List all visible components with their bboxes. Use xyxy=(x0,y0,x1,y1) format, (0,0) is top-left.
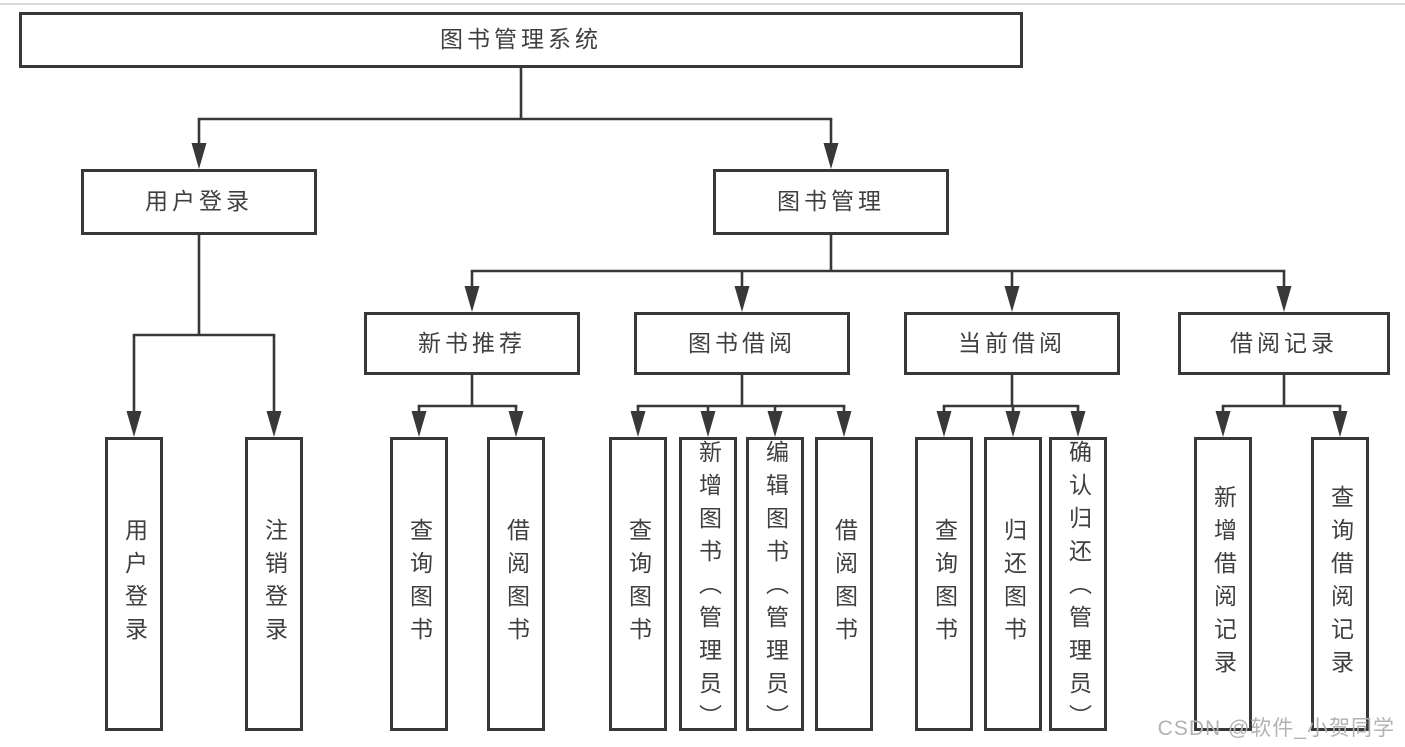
diagram-node-root: 图书管理系统 xyxy=(19,12,1023,68)
diagram-node-rec-add: 新增借阅记录 xyxy=(1194,437,1252,731)
diagram-node-bb-borrow: 借阅图书 xyxy=(815,437,873,731)
arrowhead-icon xyxy=(936,411,952,437)
diagram-node-login-logout: 注销登录 xyxy=(245,437,303,731)
arrowhead-icon xyxy=(191,143,207,169)
arrowhead-icon xyxy=(1276,286,1292,312)
arrowhead-icon xyxy=(700,411,716,437)
diagram-node-bb-edit: 编辑图书（管理员） xyxy=(746,437,804,737)
top-divider xyxy=(0,3,1405,5)
diagram-node-cb-return: 归还图书 xyxy=(984,437,1042,731)
arrowhead-icon xyxy=(823,143,839,169)
arrowhead-icon xyxy=(734,286,750,312)
arrowhead-icon xyxy=(767,411,783,437)
diagram-node-login: 用户登录 xyxy=(81,169,317,235)
diagram-node-rec-query: 查询借阅记录 xyxy=(1311,437,1369,731)
diagram-node-bb-query: 查询图书 xyxy=(609,437,667,731)
arrowhead-icon xyxy=(1215,411,1231,437)
diagram-node-nb-query: 查询图书 xyxy=(390,437,448,731)
arrowhead-icon xyxy=(836,411,852,437)
diagram-node-bookborrow: 图书借阅 xyxy=(634,312,850,375)
diagram-node-newbook: 新书推荐 xyxy=(364,312,580,375)
arrowhead-icon xyxy=(126,411,142,437)
arrowhead-icon xyxy=(508,411,524,437)
diagram-node-cb-confirm: 确认归还（管理员） xyxy=(1049,437,1107,737)
arrowhead-icon xyxy=(1070,411,1086,437)
diagram-node-current: 当前借阅 xyxy=(904,312,1120,375)
diagram-node-login-user: 用户登录 xyxy=(105,437,163,731)
diagram-node-nb-borrow: 借阅图书 xyxy=(487,437,545,731)
arrowhead-icon xyxy=(630,411,646,437)
arrowhead-icon xyxy=(1004,286,1020,312)
diagram-node-bb-add: 新增图书（管理员） xyxy=(679,437,737,737)
diagram-node-cb-query: 查询图书 xyxy=(915,437,973,731)
watermark: CSDN @软件_小贺同学 xyxy=(1157,717,1395,740)
arrowhead-icon xyxy=(1005,411,1021,437)
diagram-node-records: 借阅记录 xyxy=(1178,312,1390,375)
arrowhead-icon xyxy=(1332,411,1348,437)
diagram-node-mgmt: 图书管理 xyxy=(713,169,949,235)
arrowhead-icon xyxy=(464,286,480,312)
arrowhead-icon xyxy=(411,411,427,437)
arrowhead-icon xyxy=(266,411,282,437)
